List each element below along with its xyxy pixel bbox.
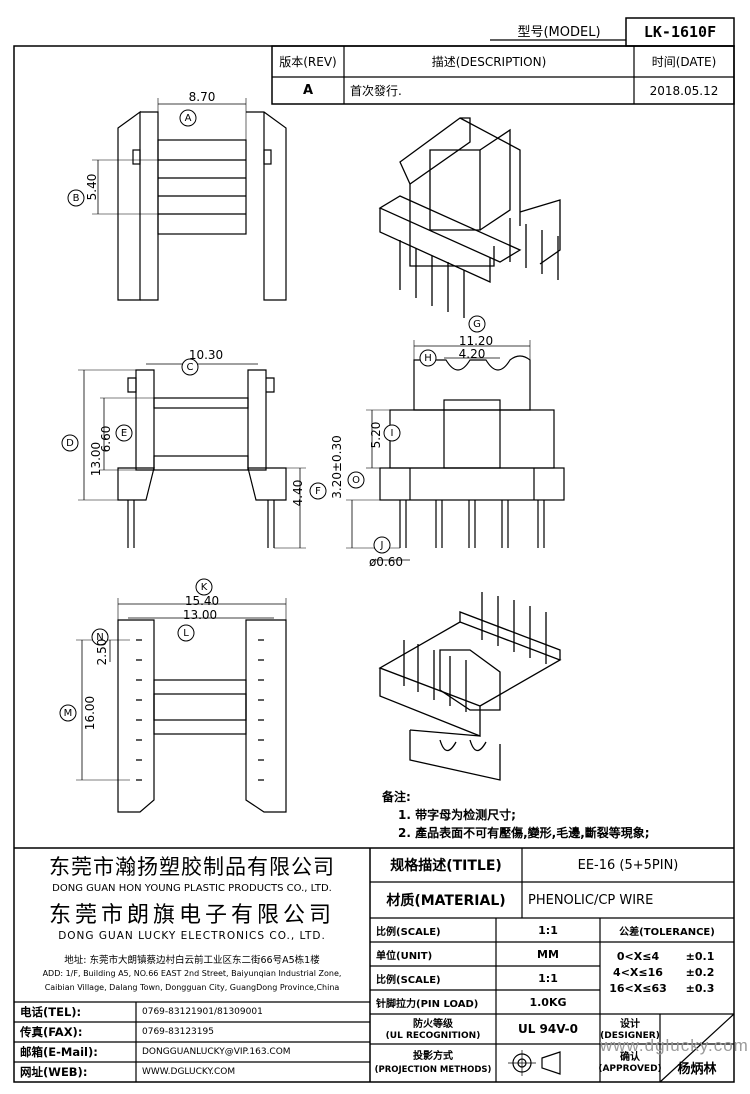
dim-value-m: 16.00 <box>83 695 97 731</box>
approved-label-cn: 确认 <box>620 1051 640 1063</box>
dim-value-h: 4.20 <box>458 347 486 361</box>
company-address-en-1: ADD: 1/F, Building A5, NO.66 EAST 2nd St… <box>42 969 342 978</box>
company-name-1-en: DONG GUAN HON YOUNG PLASTIC PRODUCTS CO.… <box>52 882 332 894</box>
unit-value: MM <box>537 947 559 961</box>
ul-label-cn: 防火等级 <box>413 1018 453 1030</box>
tel-label: 电话(TEL): <box>20 1005 82 1019</box>
unit-label: 单位(UNIT) <box>376 950 433 962</box>
tolerance-3-range: 16<X≤63 <box>609 981 667 995</box>
top-view-1 <box>92 98 287 301</box>
date-value: 2018.05.12 <box>649 83 719 98</box>
company-address-cn: 地址: 东莞市大朗镇蔡边村白云前工业区东二街66号A5栋1楼 <box>64 955 320 966</box>
pin-load-value: 1.0KG <box>529 995 567 1009</box>
dim-value-o: 3.20±0.30 <box>330 435 344 499</box>
tolerance-1-value: ±0.1 <box>685 949 715 963</box>
scale2-value: 1:1 <box>538 971 558 985</box>
notes-title: 备注: <box>382 790 411 804</box>
title-value: EE-16 (5+5PIN) <box>577 857 679 873</box>
tolerance-2-range: 4<X≤16 <box>613 965 663 979</box>
tel-value: 0769-83121901/81309001 <box>142 1007 263 1017</box>
dim-value-k: 15.40 <box>184 594 220 608</box>
dim-value-e: 6.60 <box>99 425 113 453</box>
scale2-label: 比例(SCALE) <box>376 974 441 986</box>
designer-label-cn: 设计 <box>620 1019 640 1030</box>
front-view <box>78 363 306 549</box>
dim-value-i: 5.20 <box>369 421 383 449</box>
company-name-2-en: DONG GUAN LUCKY ELECTRONICS CO., LTD. <box>58 930 326 942</box>
fax-label: 传真(FAX): <box>20 1025 83 1039</box>
projection-label-cn: 投影方式 <box>413 1050 453 1062</box>
description-header: 描述(DESCRIPTION) <box>431 55 547 69</box>
designer-label-en: (DESIGNER) <box>600 1030 660 1041</box>
date-header: 时间(DATE) <box>651 55 717 69</box>
description-value: 首次發行. <box>350 84 402 98</box>
email-value[interactable]: DONGGUANLUCKY@VIP.163.COM <box>142 1047 291 1057</box>
pin-load-label: 针脚拉力(PIN LOAD) <box>376 998 479 1010</box>
model-label: 型号(MODEL) <box>517 24 601 40</box>
notes-line-2: 2. 產品表面不可有壓傷,變形,毛邊,斷裂等現象; <box>398 826 650 840</box>
scale-value: 1:1 <box>538 923 558 937</box>
isometric-view-bottom <box>378 592 562 781</box>
side-view <box>346 340 565 561</box>
dim-value-n: 2.50 <box>95 638 109 666</box>
notes-line-1: 1. 带字母为检测尺寸; <box>398 808 516 822</box>
fax-value: 0769-83123195 <box>142 1027 214 1037</box>
company-name-1-cn: 东莞市瀚扬塑胶制品有限公司 <box>49 855 335 879</box>
tolerance-1-range: 0<X≤4 <box>616 949 660 963</box>
title-label: 规格描述(TITLE) <box>390 858 502 874</box>
scale-label: 比例(SCALE) <box>376 926 441 938</box>
rev-value: A <box>302 83 314 98</box>
tolerance-3-value: ±0.3 <box>685 981 715 995</box>
ul-label-en: (UL RECOGNITION) <box>385 1031 481 1041</box>
material-value: PHENOLIC/CP WIRE <box>528 892 654 908</box>
isometric-view-top <box>378 117 561 318</box>
dim-value-c: 10.30 <box>188 348 224 362</box>
dim-value-a: 8.70 <box>188 90 216 104</box>
email-label: 邮箱(E-Mail): <box>20 1045 98 1059</box>
projection-symbol-icon <box>508 1050 561 1076</box>
web-value[interactable]: WWW.DGLUCKY.COM <box>142 1067 236 1077</box>
ul-value: UL 94V-0 <box>517 1022 578 1036</box>
dim-value-g: 11.20 <box>458 334 494 348</box>
approved-value: 杨炳林 <box>677 1061 717 1077</box>
rev-header: 版本(REV) <box>279 55 337 69</box>
dim-value-b: 5.40 <box>85 173 99 201</box>
web-label: 网址(WEB): <box>20 1065 88 1079</box>
watermark: www.dglucky.com <box>600 1036 749 1055</box>
company-name-2-cn: 东莞市朗旗电子有限公司 <box>48 903 335 928</box>
material-label: 材质(MATERIAL) <box>386 893 506 909</box>
model-value: LK-1610F <box>643 23 717 41</box>
dim-value-j: ø0.60 <box>368 555 404 569</box>
approved-label-en: (APPROVED) <box>598 1064 662 1074</box>
dim-value-l: 13.00 <box>182 608 218 622</box>
projection-label-en: (PROJECTION METHODS) <box>374 1065 492 1075</box>
bottom-view <box>76 598 287 813</box>
title-block-lines <box>14 847 735 1083</box>
tolerance-label: 公差(TOLERANCE) <box>619 926 715 938</box>
dim-value-f: 4.40 <box>291 479 305 507</box>
tolerance-2-value: ±0.2 <box>685 965 715 979</box>
company-address-en-2: Caibian Village, Dalang Town, Dongguan C… <box>44 983 340 992</box>
